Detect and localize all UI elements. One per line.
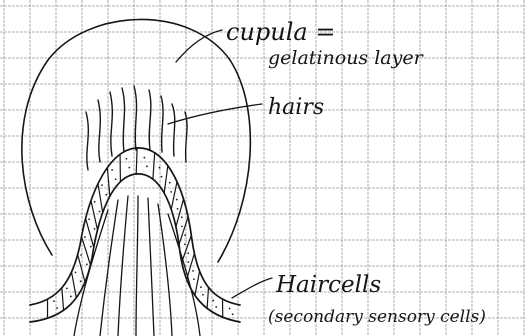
cell-dot <box>84 236 86 238</box>
cell-dot <box>80 254 82 256</box>
cell-dot <box>88 218 90 220</box>
cell-dot <box>159 167 161 169</box>
cell-wall <box>62 288 64 311</box>
hair-cell-layer <box>30 148 240 322</box>
cell-dot <box>80 280 82 282</box>
cell-wall <box>171 182 177 210</box>
cell-wall <box>182 235 192 262</box>
cell-dot <box>146 165 148 167</box>
cell-dot <box>177 208 179 210</box>
cell-dot <box>101 184 103 186</box>
cell-dot <box>181 226 183 228</box>
cell-dot <box>56 307 58 309</box>
cell-wall <box>91 201 98 230</box>
cell-wall <box>176 199 184 227</box>
cell-dot <box>181 216 183 218</box>
cell-dot <box>111 169 113 171</box>
cell-dot <box>187 252 189 254</box>
cell-dot <box>161 176 163 178</box>
cell-dot <box>105 194 107 196</box>
cell-wall <box>72 272 77 298</box>
secondary-sensory-cells-label: (secondary sensory cells) <box>268 307 486 327</box>
cell-wall <box>164 166 168 193</box>
cell-dot <box>128 167 130 169</box>
cell-dot <box>143 157 145 159</box>
cell-dot <box>90 246 92 248</box>
cell-dot <box>184 243 186 245</box>
cell-wall <box>153 153 155 179</box>
cell-dot <box>215 306 217 308</box>
cell-dot <box>115 178 117 180</box>
cell-dot <box>70 296 72 298</box>
cell-dot <box>202 294 204 296</box>
cell-dot <box>212 300 214 302</box>
cell-dot <box>126 158 128 160</box>
cell-dot <box>193 278 195 280</box>
cell-dot <box>99 211 101 213</box>
cell-dot <box>169 182 171 184</box>
cell-wall <box>78 255 85 283</box>
cell-dot <box>170 191 172 193</box>
cell-dot <box>187 261 189 263</box>
hair-cells-label: Haircells <box>275 272 381 298</box>
cell-dot <box>176 199 178 201</box>
cell-wall <box>136 148 137 174</box>
cell-dot <box>86 263 88 265</box>
cell-wall <box>86 218 94 247</box>
gelatinous-layer-label: gelatinous layer <box>268 47 425 69</box>
hairs-label: hairs <box>268 95 324 120</box>
cell-dot <box>94 201 96 203</box>
cell-dot <box>229 308 231 310</box>
cell-wall <box>82 237 91 266</box>
cell-dot <box>66 287 68 289</box>
cupula-label: cupula = <box>226 18 335 46</box>
cell-dot <box>232 313 234 315</box>
cell-dot <box>200 286 202 288</box>
cupula-pointer <box>176 30 222 62</box>
cell-dot <box>75 271 77 273</box>
cell-dot <box>94 228 96 230</box>
cell-wall <box>207 287 208 308</box>
cell-dot <box>53 300 55 302</box>
cell-dot <box>184 234 186 236</box>
cell-dot <box>192 270 194 272</box>
